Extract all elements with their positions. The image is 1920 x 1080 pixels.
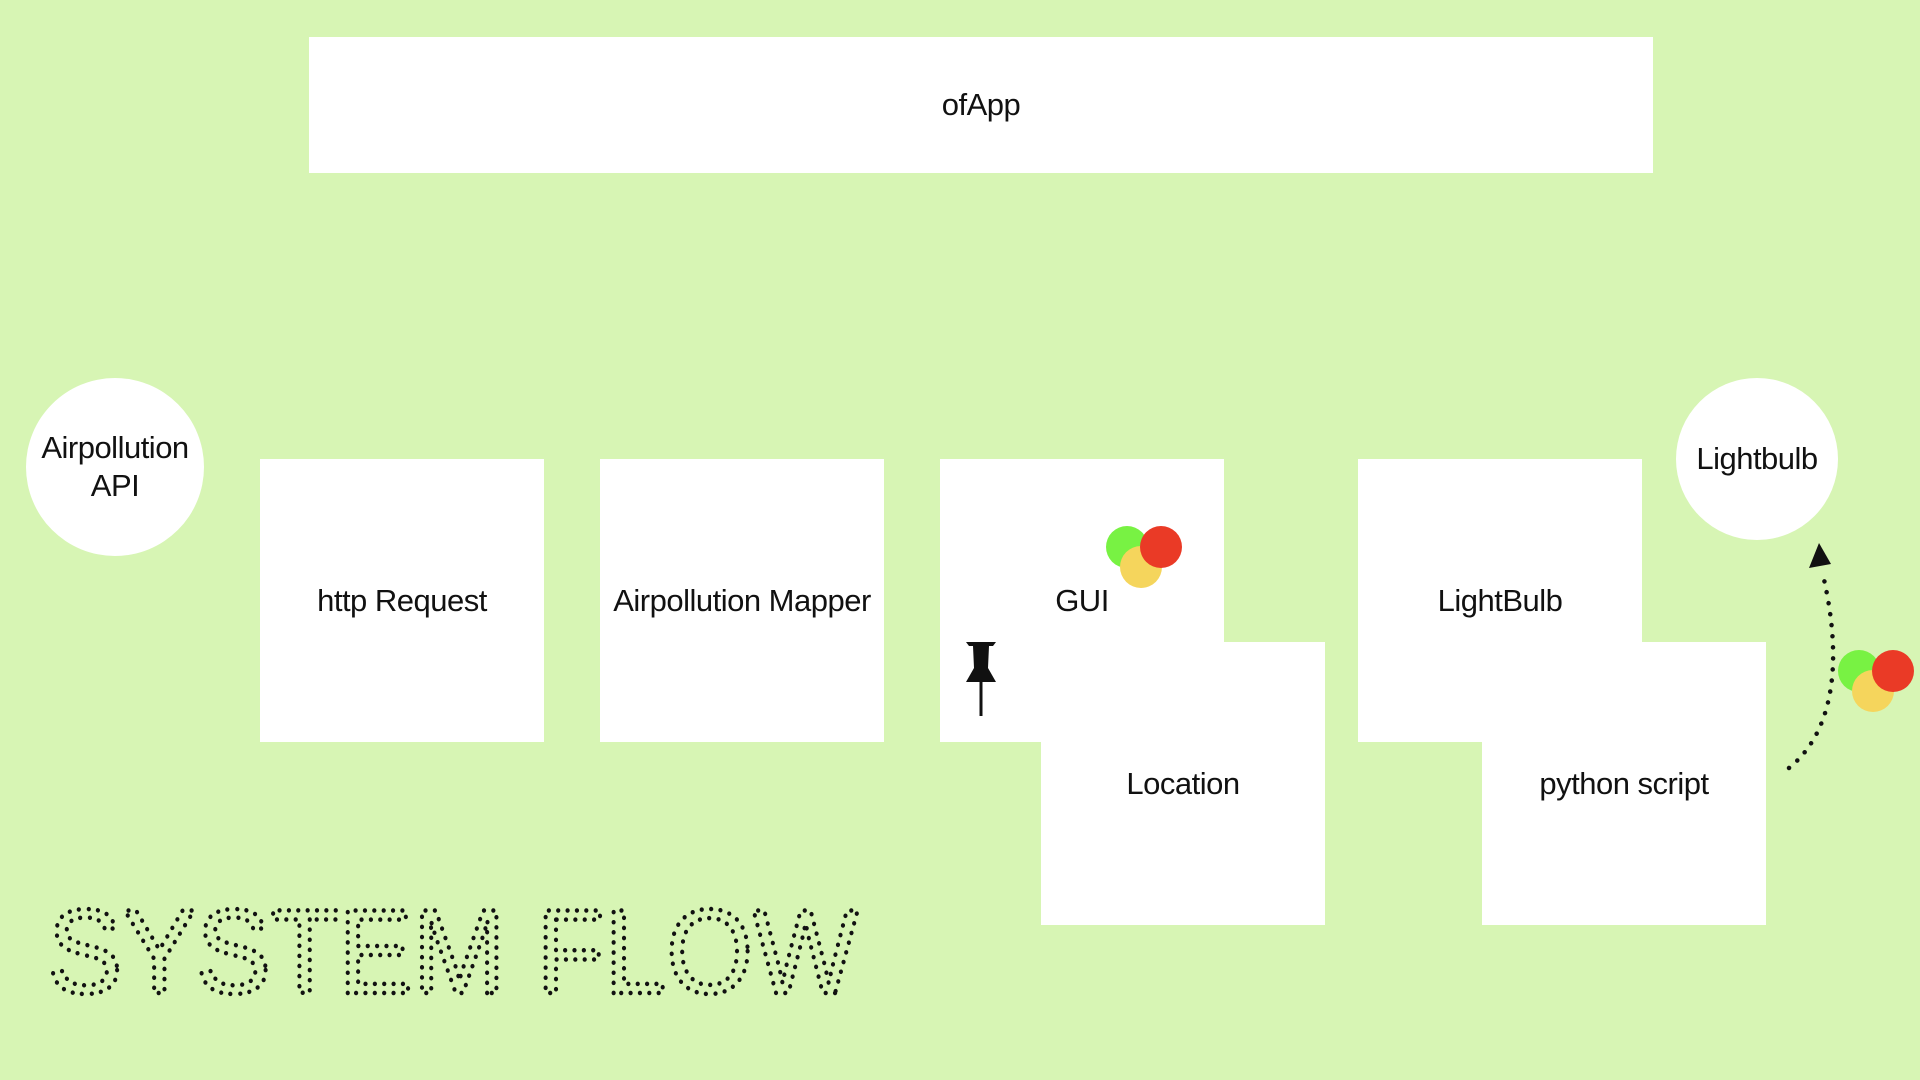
airpollution-api-text: Airpollution API: [41, 429, 189, 505]
gui-label: GUI: [1055, 582, 1109, 618]
python-script-label: python script: [1539, 765, 1709, 801]
lightbulb-circle-label: Lightbulb: [1696, 441, 1818, 476]
airpollution-mapper-label: Airpollution Mapper: [613, 582, 871, 618]
traffic-light-dots-icon: [1838, 650, 1918, 712]
system-flow-title-text: SYSTEM FLOW: [48, 895, 858, 1015]
traffic-light-dots-icon: [1106, 526, 1186, 588]
lightbulb-circle[interactable]: Lightbulb: [1676, 378, 1838, 540]
red-dot: [1872, 650, 1914, 692]
http-request-label: http Request: [317, 582, 487, 618]
airpollution-mapper-box[interactable]: Airpollution Mapper: [600, 459, 884, 742]
airpollution-api-line2: API: [90, 468, 140, 503]
http-request-box[interactable]: http Request: [260, 459, 544, 742]
ofapp-box[interactable]: ofApp: [309, 37, 1653, 173]
ofapp-label: ofApp: [941, 87, 1021, 122]
airpollution-api-line1: Airpollution: [41, 430, 189, 465]
red-dot: [1140, 526, 1182, 568]
location-box[interactable]: Location: [1041, 642, 1325, 925]
dotted-curved-arrow-icon: [1786, 543, 1836, 771]
lightbulb-box-label: LightBulb: [1437, 582, 1563, 618]
python-script-box[interactable]: python script: [1482, 642, 1766, 925]
pushpin-icon: [966, 642, 996, 716]
airpollution-api-circle[interactable]: Airpollution API: [26, 378, 204, 556]
location-label: Location: [1126, 765, 1240, 801]
system-flow-title: SYSTEM FLOW: [46, 895, 861, 1015]
